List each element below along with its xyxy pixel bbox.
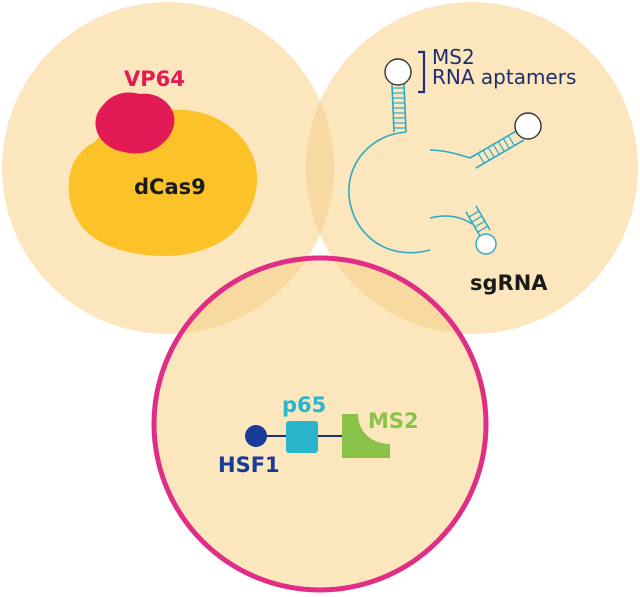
ms2-bracket-icon [418,50,426,94]
activator-circle [154,258,486,590]
sgrna-rungs [392,87,515,233]
vp64-blob-icon [95,92,175,154]
sgrna-label: sgRNA [470,271,548,295]
ms2-quarter-icon [342,414,390,458]
p65-square-icon [286,421,318,453]
sgrna-loop-right-icon [514,112,542,140]
ms2-aptamers-label-line2: RNA aptamers [432,65,576,89]
vp64-label: VP64 [124,67,185,91]
hsf1-label: HSF1 [218,453,280,477]
sgrna-circle [306,2,638,334]
ms2-aptamers-label-line1: MS2 [432,45,475,69]
sgrna-loop-bottom-icon [475,233,497,255]
activator-ring [151,255,489,593]
sgrna-loop-top-icon [384,58,412,86]
dcas9-label: dCas9 [134,175,206,199]
p65-label: p65 [282,393,326,417]
hsf1-circle-icon [245,425,267,447]
ms2-label: MS2 [368,409,419,433]
